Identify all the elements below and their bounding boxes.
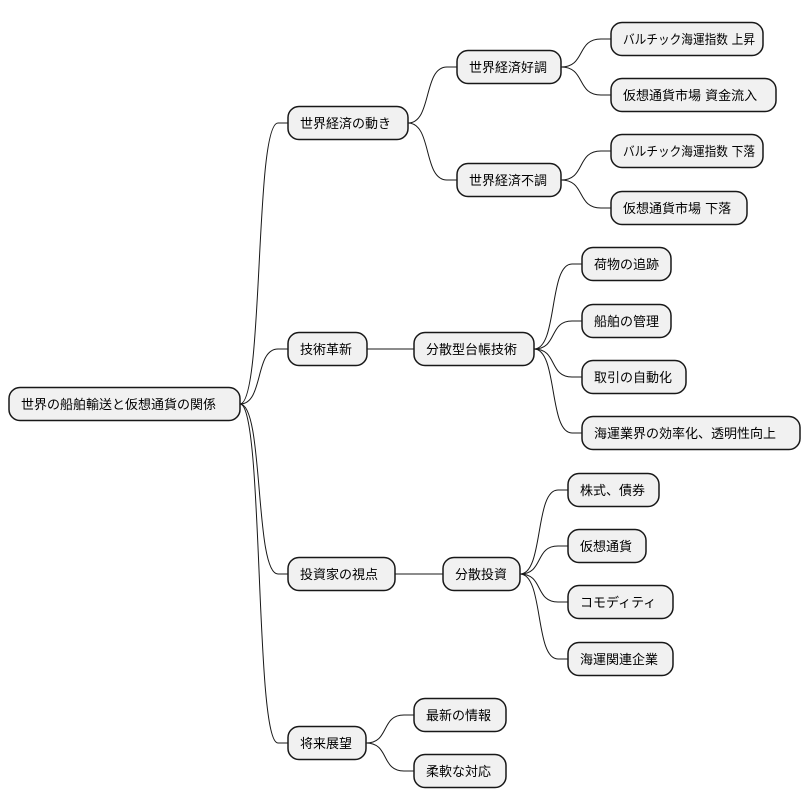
leaf-node-2-1-3-box bbox=[581, 359, 687, 395]
branch-node-3: 投資家の視点 bbox=[287, 556, 396, 592]
topic-node-3-1: 分散投資 bbox=[442, 556, 521, 592]
connector-line bbox=[533, 348, 582, 378]
connector-line bbox=[239, 348, 288, 405]
branch-node-4-label: 将来展望 bbox=[300, 736, 352, 752]
leaf-node-2-1-1: 荷物の追跡 bbox=[581, 246, 672, 282]
leaf-node-3-1-4-box bbox=[567, 641, 674, 677]
connector-line bbox=[365, 714, 414, 744]
connector-lines bbox=[239, 38, 611, 772]
topic-node-1-2-label: 世界経済不調 bbox=[469, 173, 547, 189]
branch-node-4-box bbox=[287, 725, 367, 761]
branch-node-4: 将来展望 bbox=[287, 725, 367, 761]
topic-node-1-1-label: 世界経済好調 bbox=[469, 60, 547, 76]
connector-line bbox=[519, 489, 568, 575]
leaf-node-1-2-1-label: バルチック海運指数 下落 bbox=[623, 145, 755, 160]
topic-node-4-2-box bbox=[413, 753, 507, 789]
root-node-label: 世界の船舶輸送と仮想通貨の関係 bbox=[21, 397, 216, 413]
connector-line bbox=[560, 66, 611, 96]
leaf-node-1-2-1: バルチック海運指数 下落 bbox=[610, 133, 764, 169]
branch-node-2: 技術革新 bbox=[287, 331, 368, 367]
topic-node-2-1-label: 分散型台帳技術 bbox=[426, 343, 517, 358]
leaf-node-3-1-2: 仮想通貨 bbox=[567, 528, 647, 564]
leaf-node-2-1-2: 船舶の管理 bbox=[581, 303, 672, 339]
leaf-node-2-1-3-label: 取引の自動化 bbox=[594, 371, 672, 386]
root-node: 世界の船舶輸送と仮想通貨の関係 bbox=[8, 386, 241, 422]
leaf-node-3-1-2-label: 仮想通貨 bbox=[580, 539, 632, 555]
leaf-node-3-1-4-label: 海運関連企業 bbox=[580, 652, 658, 668]
mindmap-nodes: 世界の船舶輸送と仮想通貨の関係 世界経済の動き 世界経済好調 バルチック海運指数 上昇… bbox=[8, 21, 801, 789]
leaf-node-1-2-2: 仮想通貨市場 下落 bbox=[610, 190, 748, 226]
leaf-node-3-1-1-label: 株式、債券 bbox=[580, 483, 645, 499]
leaf-node-2-1-1-box bbox=[581, 246, 672, 282]
branch-node-2-box bbox=[287, 331, 368, 367]
connector-line bbox=[519, 573, 568, 660]
topic-node-1-2-box bbox=[456, 162, 562, 198]
branch-node-3-label: 投資家の視点 bbox=[300, 567, 378, 583]
leaf-node-1-1-1: バルチック海運指数 上昇 bbox=[610, 21, 764, 57]
leaf-node-3-1-3: コモディティ bbox=[567, 584, 674, 620]
topic-node-4-1: 最新の情報 bbox=[413, 697, 507, 733]
connector-line bbox=[407, 122, 457, 181]
leaf-node-1-1-2-label: 仮想通貨市場 資金流入 bbox=[623, 88, 757, 104]
connector-line bbox=[239, 403, 288, 575]
topic-node-4-2: 柔軟な対応 bbox=[413, 753, 507, 789]
branch-node-1: 世界経済の動き bbox=[287, 105, 409, 141]
topic-node-1-1: 世界経済好調 bbox=[456, 49, 562, 85]
leaf-node-2-1-4-box bbox=[581, 415, 801, 451]
connector-line bbox=[365, 742, 414, 772]
connector-line bbox=[533, 348, 582, 434]
topic-node-1-2: 世界経済不調 bbox=[456, 162, 562, 198]
connector-line bbox=[239, 403, 288, 744]
leaf-node-2-1-4-label: 海運業界の効率化、透明性向上 bbox=[594, 426, 776, 442]
root-node-box bbox=[8, 386, 241, 422]
leaf-node-3-1-2-box bbox=[567, 528, 647, 564]
leaf-node-2-1-4: 海運業界の効率化、透明性向上 bbox=[581, 415, 801, 451]
topic-node-4-2-label: 柔軟な対応 bbox=[426, 764, 491, 780]
leaf-node-1-2-1-box bbox=[610, 133, 764, 169]
topic-node-2-1-box bbox=[413, 331, 535, 367]
leaf-node-3-1-4: 海運関連企業 bbox=[567, 641, 674, 677]
connector-line bbox=[560, 179, 611, 209]
leaf-node-3-1-3-box bbox=[567, 584, 674, 620]
leaf-node-2-1-2-label: 船舶の管理 bbox=[594, 314, 659, 330]
leaf-node-2-1-2-box bbox=[581, 303, 672, 339]
branch-node-1-box bbox=[287, 105, 409, 141]
branch-node-3-box bbox=[287, 556, 396, 592]
topic-node-3-1-label: 分散投資 bbox=[455, 567, 507, 583]
connector-line bbox=[519, 573, 568, 603]
leaf-node-3-1-1: 株式、債券 bbox=[567, 472, 660, 508]
leaf-node-3-1-3-label: コモディティ bbox=[580, 595, 656, 611]
leaf-node-2-1-1-label: 荷物の追跡 bbox=[594, 257, 659, 273]
leaf-node-1-2-2-box bbox=[610, 190, 748, 226]
connector-line bbox=[533, 320, 582, 350]
branch-node-2-label: 技術革新 bbox=[300, 342, 352, 358]
leaf-node-1-1-1-label: バルチック海運指数 上昇 bbox=[623, 33, 755, 48]
topic-node-2-1: 分散型台帳技術 bbox=[413, 331, 535, 367]
leaf-node-1-1-2-box bbox=[610, 77, 777, 113]
connector-line bbox=[239, 122, 288, 405]
leaf-node-1-2-2-label: 仮想通貨市場 下落 bbox=[623, 201, 731, 217]
leaf-node-1-1-1-box bbox=[610, 21, 764, 57]
connector-line bbox=[560, 150, 611, 181]
connector-line bbox=[519, 545, 568, 575]
connector-line bbox=[407, 66, 457, 124]
connector-line bbox=[560, 38, 611, 68]
leaf-node-3-1-1-box bbox=[567, 472, 660, 508]
leaf-node-1-1-2: 仮想通貨市場 資金流入 bbox=[610, 77, 777, 113]
topic-node-3-1-box bbox=[442, 556, 521, 592]
branch-node-1-label: 世界経済の動き bbox=[300, 116, 391, 132]
topic-node-1-1-box bbox=[456, 49, 562, 85]
topic-node-4-1-box bbox=[413, 697, 507, 733]
topic-node-4-1-label: 最新の情報 bbox=[426, 708, 491, 724]
connector-line bbox=[533, 263, 582, 350]
leaf-node-2-1-3: 取引の自動化 bbox=[581, 359, 687, 395]
